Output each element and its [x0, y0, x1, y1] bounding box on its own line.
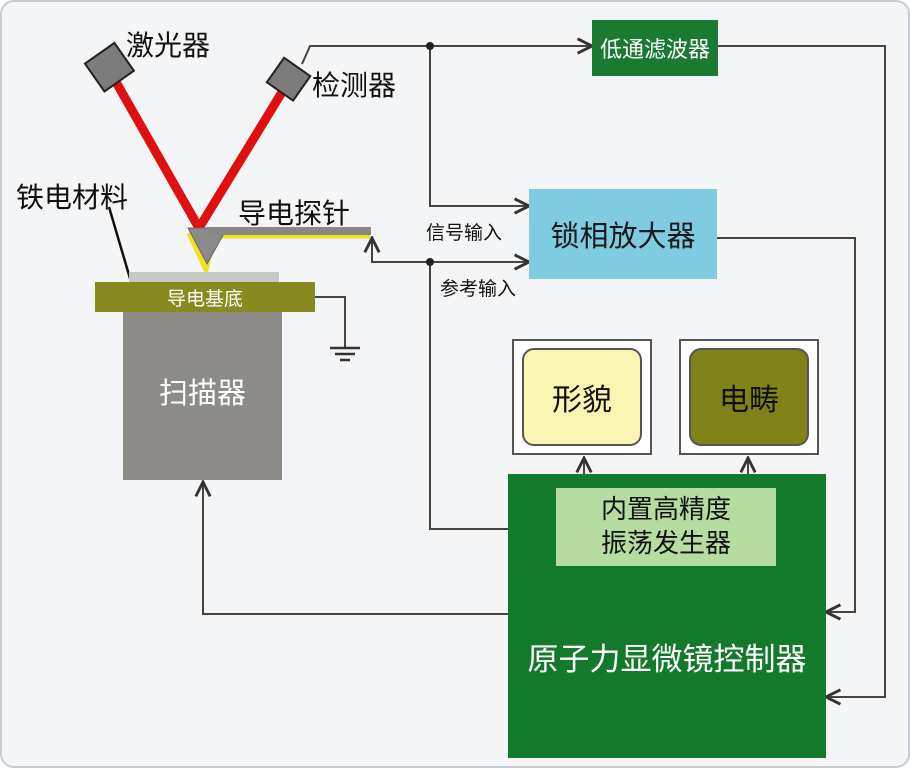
laser-beam-reflected: [195, 81, 291, 231]
substrate-label: 导电基底: [166, 287, 243, 310]
controller-label: 原子力显微镜控制器: [527, 642, 807, 678]
ferroelectric-film: [129, 272, 279, 282]
ground-icon: [330, 346, 360, 362]
detector-label: 检测器: [312, 69, 397, 102]
probe-cantilever: [207, 227, 371, 235]
topography-screen: 形貌: [522, 348, 642, 446]
laser-beam-incident: [108, 72, 203, 231]
scanner-box: 扫描器: [123, 302, 282, 480]
lowpass-filter-label: 低通滤波器: [599, 38, 710, 63]
signal-input-label: 信号输入: [426, 222, 503, 244]
domain-label: 电畴: [719, 383, 779, 418]
oscillator-label-line1: 内置高精度: [600, 495, 731, 525]
wire-controller-to-scanner: [203, 482, 508, 615]
conductive-substrate: 导电基底: [95, 282, 315, 312]
lockin-amplifier-label: 锁相放大器: [550, 219, 696, 253]
ferroelectric-label: 铁电材料: [16, 181, 129, 214]
probe-label: 导电探针: [238, 197, 351, 230]
wire-to-probe: [372, 238, 430, 263]
wire-lowpass-to-controller: [718, 45, 886, 697]
wire-detector-out: [301, 45, 430, 65]
detector-device-icon: [265, 56, 312, 103]
scanner-label: 扫描器: [158, 376, 246, 410]
laser-label: 激光器: [126, 29, 211, 62]
oscillator-label-line2: 振荡发生器: [600, 529, 731, 559]
domain-screen: 电畴: [689, 348, 809, 446]
lowpass-filter-box: 低通滤波器: [592, 20, 718, 76]
ground-wire: [315, 296, 346, 347]
laser-device-icon: [83, 41, 136, 93]
reference-input-label: 参考输入: [440, 278, 517, 300]
wire-to-lockin-signal: [429, 46, 529, 206]
topography-label: 形貌: [552, 383, 612, 418]
lockin-amplifier-box: 锁相放大器: [529, 189, 717, 279]
wire-lockin-to-controller: [717, 237, 856, 612]
oscillator-box: 内置高精度 振荡发生器: [556, 488, 776, 566]
